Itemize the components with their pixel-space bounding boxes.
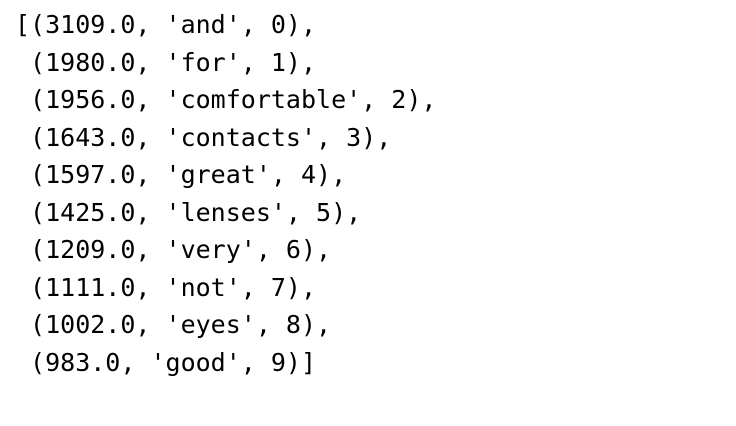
output-line: (1111.0, 'not', 7), (15, 272, 317, 302)
output-line: (1643.0, 'contacts', 3), (15, 122, 392, 152)
output-line: [(3109.0, 'and', 0), (15, 10, 317, 39)
output-line: (1425.0, 'lenses', 5), (15, 197, 362, 227)
output-line: (983.0, 'good', 9)] (15, 347, 317, 377)
output-line: (1980.0, 'for', 1), (15, 47, 317, 77)
output-line: (1956.0, 'comfortable', 2), (15, 85, 437, 114)
code-output-area: [(3109.0, 'and', 0), (1980.0, 'for', 1),… (15, 6, 715, 386)
output-line: (1209.0, 'very', 6), (15, 235, 332, 264)
output-line: (1002.0, 'eyes', 8), (15, 310, 332, 339)
output-line: (1597.0, 'great', 4), (15, 160, 347, 189)
